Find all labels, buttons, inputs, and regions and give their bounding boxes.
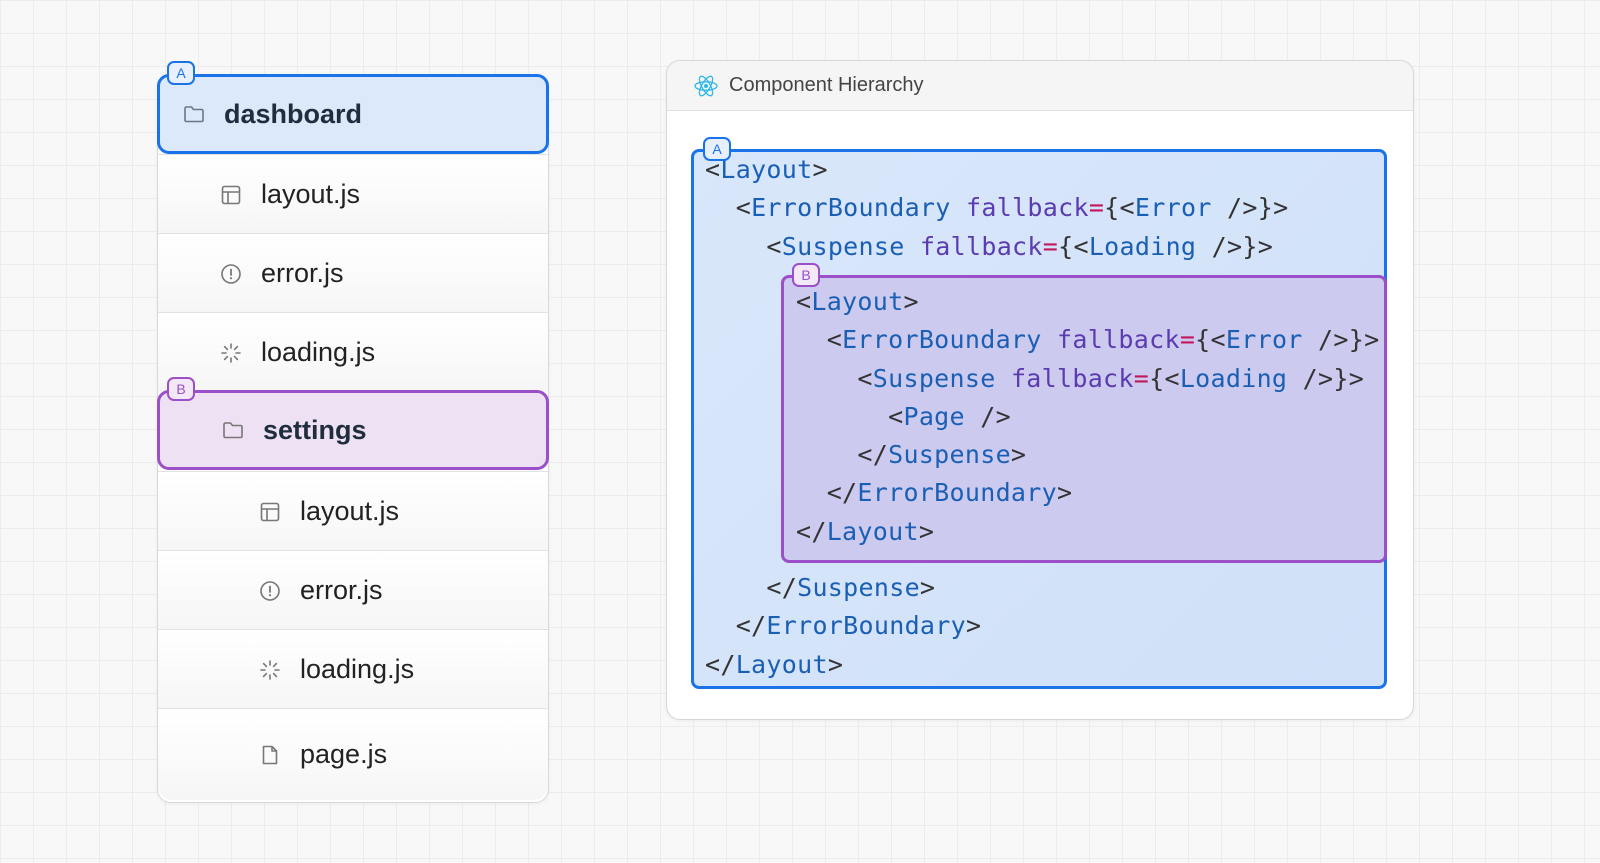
error-icon [219,262,243,286]
code-line: <ErrorBoundary fallback={<Error />}> [735,193,1289,223]
react-icon [693,74,719,98]
tree-item-label: loading.js [300,654,415,684]
tree-item-label: loading.js [261,337,376,367]
code-line: </Layout> [705,649,844,679]
folder-icon [182,102,206,126]
folder-icon [221,418,245,442]
boundary-b [781,275,1387,563]
tree-item-label: settings [263,414,367,445]
tree-item-layout[interactable]: layout.js [158,471,548,551]
panel-title: Component Hierarchy [729,74,924,96]
code-line: <Page /> [888,401,1011,431]
panel-header: Component Hierarchy [667,61,1413,111]
badge-a: A [703,137,731,161]
tree-item-layout[interactable]: layout.js [158,154,548,234]
code-outer-bottom: </Suspense> </ErrorBoundary> </Layout> [705,569,981,684]
tree-item-settings[interactable]: settings [157,390,549,470]
tree-item-error[interactable]: error.js [158,550,548,630]
tree-item-label: layout.js [261,179,361,209]
tree-item-label: error.js [300,575,383,605]
code-line: <Layout> [705,155,828,184]
loading-icon [219,341,243,365]
tree-item-loading[interactable]: loading.js [158,629,548,709]
code-line: </Suspense> [857,440,1027,470]
tree-item-loading[interactable]: loading.js [158,312,548,392]
code-line: </ErrorBoundary> [826,478,1073,508]
badge-a: A [167,61,195,85]
tree-item-label: dashboard [224,98,363,129]
page-icon [258,743,282,767]
tree-item-label: page.js [300,739,388,769]
badge-b: B [167,377,195,401]
tree-item-dashboard[interactable]: dashboard [157,74,549,154]
badge-b: B [792,263,820,287]
tree-item-page[interactable]: page.js [158,708,548,800]
tree-item-label: error.js [261,258,344,288]
file-tree: dashboard layout.js error.js loading.js … [157,74,549,803]
code-line: <Suspense fallback={<Loading />}> [857,363,1365,393]
tree-item-label: layout.js [300,496,400,526]
loading-icon [258,658,282,682]
code-inner: <Layout> <ErrorBoundary fallback={<Error… [796,283,1379,551]
layout-icon [258,500,282,524]
code-line: <Suspense fallback={<Loading />}> [766,231,1274,261]
code-line: </ErrorBoundary> [735,611,982,641]
code-line: <ErrorBoundary fallback={<Error />}> [826,325,1380,355]
code-line: <Layout> [796,287,919,316]
code-line: </Suspense> [766,573,936,602]
component-hierarchy-panel: Component Hierarchy <Layout> <ErrorBound… [666,60,1414,720]
tree-item-error[interactable]: error.js [158,233,548,313]
code-line: </Layout> [796,516,935,546]
code-outer-top: <Layout> <ErrorBoundary fallback={<Error… [705,151,1288,266]
layout-icon [219,183,243,207]
error-icon [258,579,282,603]
